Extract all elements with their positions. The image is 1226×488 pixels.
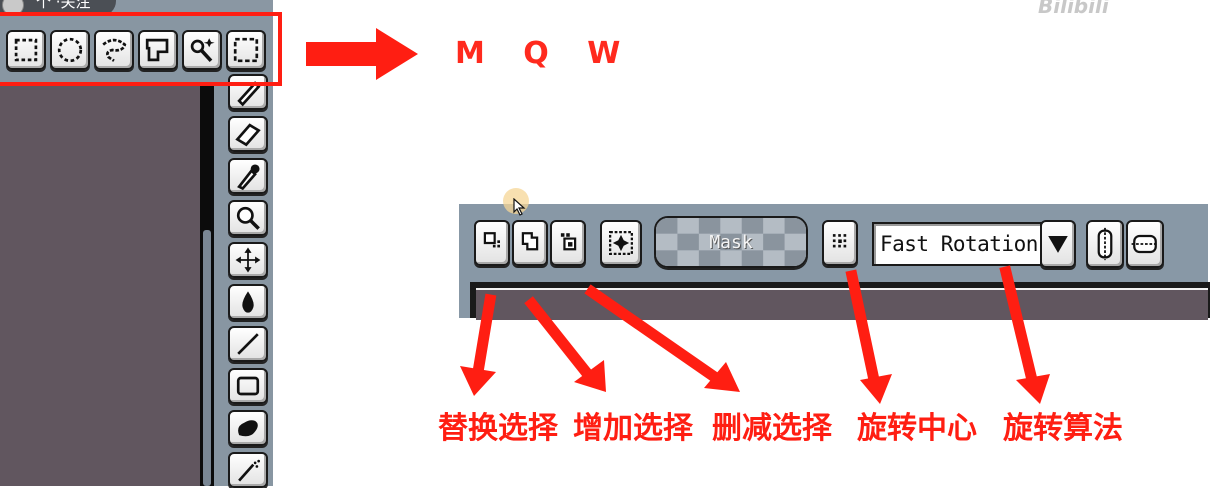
rect-select-icon <box>14 38 38 62</box>
eyedropper-tool-button[interactable] <box>228 158 268 194</box>
rotation-algorithm-label: 旋转算法 <box>1003 411 1123 446</box>
line-tool-button[interactable] <box>228 326 268 362</box>
magic-wand-button[interactable] <box>182 30 222 70</box>
subtract-selection-icon <box>560 233 577 251</box>
replace-selection-button[interactable] <box>474 220 510 266</box>
polygon-lasso-icon <box>145 38 169 62</box>
mask-toggle[interactable]: Mask <box>654 216 808 268</box>
rectangle-icon <box>236 376 260 396</box>
add-selection-label: 增加选择 <box>573 411 693 446</box>
add-selection-icon <box>521 232 539 251</box>
blob-icon <box>238 420 258 437</box>
replace-selection-label: 替换选择 <box>438 411 558 446</box>
rotation-algorithm-value: Fast Rotation <box>880 232 1038 256</box>
polygon-select-button[interactable] <box>138 30 178 70</box>
invert-selection-icon <box>609 231 633 255</box>
shortcut-label: M Q W <box>455 36 635 71</box>
mouse-cursor-icon <box>513 198 526 216</box>
rotation-center-label: 旋转中心 <box>857 411 977 446</box>
flip-vertical-button[interactable] <box>1126 220 1164 268</box>
subtract-selection-label: 删减选择 <box>712 411 832 446</box>
blob-tool-button[interactable] <box>228 410 268 446</box>
line-icon <box>237 333 259 355</box>
select-all-icon <box>233 37 259 63</box>
rotation-center-button[interactable] <box>822 220 858 266</box>
user-follow-text[interactable]: 个 ·关注 <box>36 0 91 11</box>
zoom-tool-button[interactable] <box>228 200 268 236</box>
mask-label: Mask <box>709 231 753 253</box>
replace-selection-icon <box>483 232 500 248</box>
flip-horizontal-icon <box>1097 227 1113 261</box>
add-selection-button[interactable] <box>512 220 548 266</box>
triangle-down-icon <box>1048 236 1068 253</box>
eyedropper-icon <box>237 164 260 191</box>
flip-horizontal-button[interactable] <box>1086 220 1124 268</box>
fill-icon <box>242 291 254 313</box>
tool-column <box>226 74 270 488</box>
canvas-strip <box>476 288 1208 320</box>
magic-wand-icon <box>190 38 215 63</box>
canvas-area[interactable] <box>0 86 200 486</box>
ellipse-select-button[interactable] <box>50 30 90 70</box>
fill-tool-button[interactable] <box>228 284 268 320</box>
pencil-icon <box>237 81 261 107</box>
lasso-select-button[interactable] <box>94 30 134 70</box>
lasso-icon <box>102 38 127 62</box>
subtract-selection-button[interactable] <box>550 220 586 266</box>
invert-selection-button[interactable] <box>600 220 642 266</box>
rotation-dropdown-button[interactable] <box>1040 220 1076 268</box>
eraser-icon <box>235 123 261 147</box>
move-icon <box>235 247 261 273</box>
selection-toolbar <box>0 26 273 80</box>
flip-vertical-icon <box>1131 234 1159 254</box>
eraser-tool-button[interactable] <box>228 116 268 152</box>
airbrush-icon <box>238 459 260 482</box>
selection-tools-highlight-box <box>0 12 282 86</box>
select-all-button[interactable] <box>226 30 266 70</box>
rect-select-button[interactable] <box>6 30 46 70</box>
move-tool-button[interactable] <box>228 242 268 278</box>
rotation-algorithm-select[interactable]: Fast Rotation <box>872 222 1042 266</box>
airbrush-tool-button[interactable] <box>228 452 268 488</box>
ellipse-select-icon <box>57 37 83 63</box>
watermark-logo: Bilibili <box>1038 0 1109 18</box>
zoom-icon <box>236 206 260 230</box>
pencil-tool-button[interactable] <box>228 74 268 110</box>
rotation-center-icon <box>832 234 847 248</box>
mask-checker-pattern <box>656 218 806 266</box>
rectangle-tool-button[interactable] <box>228 368 268 404</box>
pointer-arrow-icon <box>306 28 418 80</box>
canvas-scrollbar-thumb[interactable] <box>203 230 211 486</box>
